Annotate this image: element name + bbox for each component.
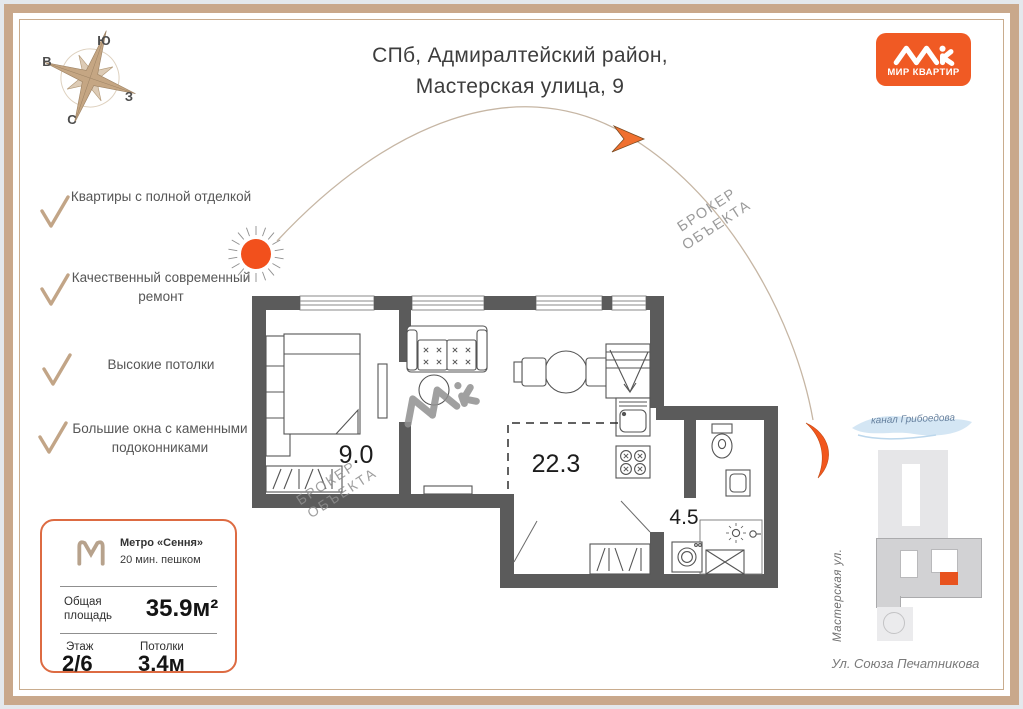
- info-card: Метро «Сення» 20 мин. пешком Общая площа…: [40, 519, 237, 676]
- apartment-location-marker: [940, 572, 958, 585]
- checkmark-icon: [38, 421, 68, 454]
- feature-1: Квартиры с полной отделкой: [70, 189, 252, 204]
- checkmark-icon: [42, 353, 72, 386]
- broker-watermark: БРОКЕР ОБЪЕКТА: [652, 170, 772, 266]
- compass-label-bottom: С: [67, 112, 77, 127]
- ceiling-value: 3.4м: [138, 651, 185, 676]
- door-swings: [513, 500, 651, 563]
- room-area-living: 22.3: [532, 450, 581, 478]
- metro-name: Метро «Сення»: [120, 537, 204, 549]
- card-divider: [60, 586, 217, 587]
- metro-walk-time: 20 мин. пешком: [120, 554, 201, 566]
- checkmark-icon: [40, 195, 70, 228]
- title-line2: Мастерская улица, 9: [415, 75, 625, 98]
- map-circle-feature: [883, 612, 905, 634]
- feature-2: Качественный современный ремонт: [71, 270, 251, 304]
- ceiling-label: Потолки: [140, 641, 184, 653]
- windows: [299, 295, 647, 311]
- compass-rose: Ю В З С: [42, 30, 136, 127]
- card-divider: [60, 633, 217, 634]
- checkmark-icon: [40, 273, 70, 306]
- brand-logo: МИР КВАРТИР: [876, 33, 971, 86]
- compass-label-left: В: [42, 54, 51, 69]
- compass-long-star: [44, 30, 136, 124]
- feature-4: Большие окна с каменными подоконниками: [72, 421, 248, 455]
- map-courtyard: [902, 464, 920, 526]
- room-area-bedroom: 9.0: [339, 441, 374, 469]
- map-building-subject: [876, 538, 982, 598]
- street-label-vertical: Мастерская ул.: [832, 548, 844, 642]
- bathroom-fixtures: [671, 423, 763, 575]
- zone-dashed-line: [507, 422, 618, 492]
- title-line1: СПб, Адмиралтейский район,: [372, 44, 668, 67]
- metro-icon: [77, 540, 105, 566]
- feature-3: Высокие потолки: [107, 357, 215, 372]
- page-title: СПб, Адмиралтейский район, Мастерская ул…: [280, 40, 760, 102]
- living-furniture: [406, 325, 488, 495]
- hallway-furniture: [589, 543, 651, 575]
- floor-value: 2/6: [62, 651, 93, 676]
- canal-shape: [852, 416, 972, 440]
- room-area-bath: 4.5: [669, 506, 698, 529]
- shower-rays: [726, 523, 746, 543]
- arc-arrow-icon: [611, 125, 646, 153]
- compass-label-right: З: [125, 89, 133, 104]
- map-courtyard: [931, 549, 958, 573]
- brand-name: МИР КВАРТИР: [887, 66, 960, 78]
- moon-icon: [805, 422, 829, 479]
- map-courtyard: [900, 550, 918, 578]
- floor-label: Этаж: [66, 641, 94, 653]
- compass-label-top: Ю: [97, 33, 110, 48]
- total-area-label: Общая площадь: [64, 596, 113, 622]
- total-area-value: 35.9м²: [145, 595, 219, 622]
- brand-zigzag-icon: [893, 45, 954, 66]
- floor-plan: 9.0 22.3 4.5 БРОКЕР ОБЪЕКТА: [252, 295, 778, 588]
- street-label-bottom: Ул. Союза Печатникова: [831, 656, 980, 671]
